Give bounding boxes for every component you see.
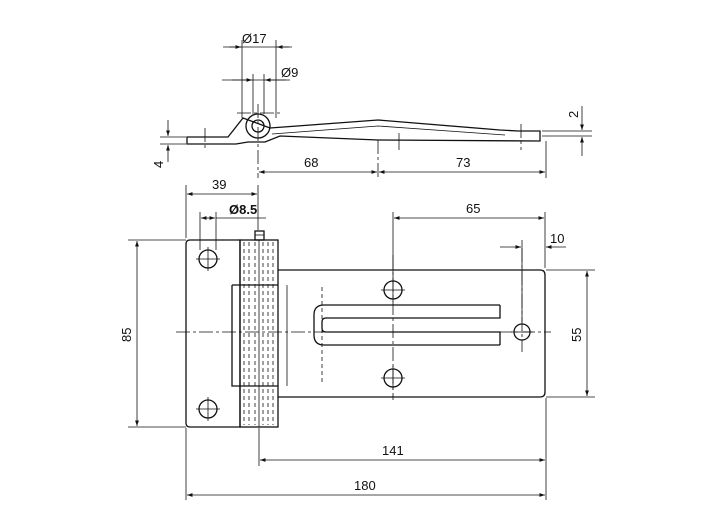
top-view-profile — [186, 117, 541, 145]
dim-4: 4 — [151, 161, 166, 168]
dim-180: 180 — [354, 478, 376, 493]
dim-dia-9: Ø9 — [281, 65, 298, 80]
dim-10: 10 — [550, 231, 564, 246]
dim-73: 73 — [456, 155, 470, 170]
pin-nub — [254, 230, 265, 241]
dim-85: 85 — [119, 328, 134, 342]
top-view-leaf-line — [271, 125, 506, 136]
dim-65: 65 — [466, 201, 480, 216]
front-left-plate — [185, 239, 241, 428]
dim-dia-8-5: Ø8.5 — [229, 202, 257, 217]
dim-39: 39 — [212, 177, 226, 192]
dim-141: 141 — [382, 443, 404, 458]
dim-68: 68 — [304, 155, 318, 170]
top-view: Ø17 Ø9 68 73 4 2 — [151, 31, 592, 178]
dim-55: 55 — [569, 328, 584, 342]
dim-2: 2 — [566, 111, 581, 118]
front-view: 39 Ø8.5 65 10 85 55 141 1 — [119, 177, 595, 500]
front-right-leaf — [278, 269, 546, 398]
leaf-slot — [313, 304, 500, 346]
dim-dia-17: Ø17 — [242, 31, 267, 46]
